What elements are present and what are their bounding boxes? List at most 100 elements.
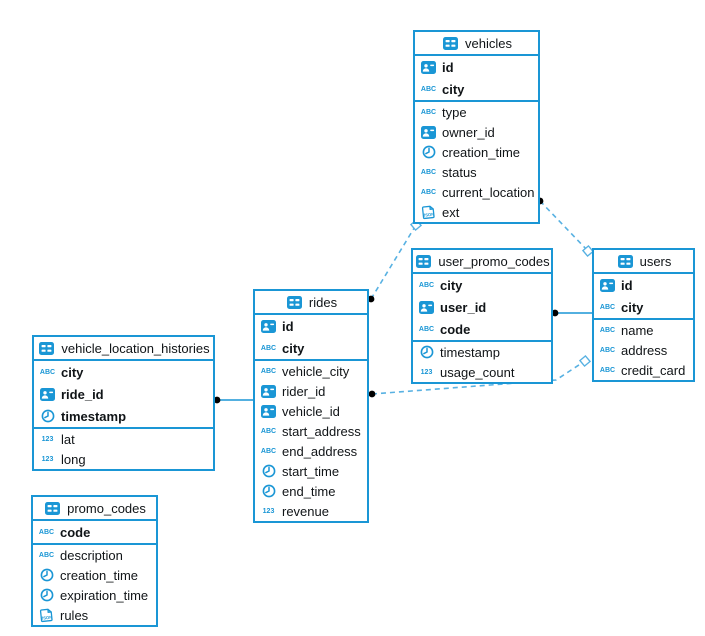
- column-name: ext: [442, 204, 460, 220]
- table-header[interactable]: vehicles: [415, 32, 538, 56]
- relation-user_promo_codes-to-users: [551, 309, 593, 317]
- pk-row-city: ABC city: [255, 337, 367, 359]
- column-row-start_time: start_time: [255, 461, 367, 481]
- column-name: timestamp: [440, 344, 500, 360]
- table-name: promo_codes: [67, 500, 146, 516]
- timestamp-type-icon: [259, 484, 278, 498]
- column-row-current_location: ABC current_location: [415, 182, 538, 202]
- column-row-lat: 123 lat: [34, 429, 213, 449]
- table-vehicle_location_histories[interactable]: vehicle_location_histories ABC city ride…: [32, 335, 215, 471]
- table-name: user_promo_codes: [438, 253, 550, 269]
- table-header[interactable]: vehicle_location_histories: [34, 337, 213, 361]
- column-row-credit_card: ABC credit_card: [594, 360, 693, 380]
- column-row-description: ABC description: [33, 545, 156, 565]
- string-type-icon: ABC: [599, 366, 616, 374]
- table-users[interactable]: users id ABC city ABC name ABC address A…: [592, 248, 695, 382]
- column-row-timestamp: timestamp: [413, 342, 551, 362]
- timestamp-type-icon: [37, 568, 56, 582]
- uuid-type-icon: [259, 319, 278, 333]
- columns-section: ABC name ABC address ABC credit_card: [594, 320, 693, 380]
- column-name: vehicle_id: [282, 403, 340, 419]
- primary-key-section: id ABC city: [255, 315, 367, 361]
- column-row-rules: JSON rules: [33, 605, 156, 625]
- uuid-type-icon: [38, 387, 57, 401]
- json-type-icon: JSON: [37, 608, 56, 623]
- column-row-usage_count: 123 usage_count: [413, 362, 551, 382]
- string-type-icon: ABC: [260, 427, 277, 435]
- primary-key-section: id ABC city: [415, 56, 538, 102]
- column-name: end_address: [282, 443, 358, 459]
- column-name: city: [621, 299, 644, 315]
- column-row-start_address: ABC start_address: [255, 421, 367, 441]
- string-type-icon: ABC: [260, 367, 277, 375]
- column-name: credit_card: [621, 362, 686, 378]
- table-icon: [43, 501, 62, 515]
- column-name: city: [440, 277, 463, 293]
- uuid-type-icon: [598, 278, 617, 292]
- column-row-creation_time: creation_time: [415, 142, 538, 162]
- string-type-icon: ABC: [260, 447, 277, 455]
- column-name: status: [442, 164, 477, 180]
- pk-row-ride_id: ride_id: [34, 383, 213, 405]
- uuid-type-icon: [419, 125, 438, 139]
- table-header[interactable]: user_promo_codes: [413, 250, 551, 274]
- relation-dot: [368, 390, 376, 398]
- table-name: users: [639, 253, 672, 269]
- table-user_promo_codes[interactable]: user_promo_codes ABC city user_id ABC co…: [411, 248, 553, 384]
- table-header[interactable]: rides: [255, 291, 367, 315]
- string-type-icon: ABC: [420, 108, 437, 116]
- string-type-icon: ABC: [418, 325, 435, 333]
- pk-row-id: id: [415, 56, 538, 78]
- column-row-type: ABC type: [415, 102, 538, 122]
- table-header[interactable]: promo_codes: [33, 497, 156, 521]
- timestamp-type-icon: [417, 345, 436, 359]
- column-name: name: [621, 322, 654, 338]
- svg-text:JSON: JSON: [41, 615, 53, 621]
- uuid-type-icon: [259, 384, 278, 398]
- column-name: description: [60, 547, 123, 563]
- column-name: creation_time: [60, 567, 139, 583]
- string-type-icon: ABC: [599, 326, 616, 334]
- table-rides[interactable]: rides id ABC city ABC vehicle_city rider…: [253, 289, 369, 523]
- int-type-icon: 123: [262, 507, 275, 515]
- column-row-end_time: end_time: [255, 481, 367, 501]
- columns-section: ABC vehicle_city rider_id vehicle_id ABC…: [255, 361, 367, 521]
- column-name: long: [61, 451, 86, 467]
- table-header[interactable]: users: [594, 250, 693, 274]
- column-row-revenue: 123 revenue: [255, 501, 367, 521]
- timestamp-type-icon: [259, 464, 278, 478]
- pk-row-city: ABC city: [415, 78, 538, 100]
- column-row-status: ABC status: [415, 162, 538, 182]
- table-name: vehicle_location_histories: [61, 340, 210, 356]
- string-type-icon: ABC: [260, 344, 277, 352]
- column-name: code: [440, 321, 471, 337]
- table-vehicles[interactable]: vehicles id ABC city ABC type owner_id c…: [413, 30, 540, 224]
- table-name: vehicles: [465, 35, 512, 51]
- table-promo_codes[interactable]: promo_codes ABC code ABC description cre…: [31, 495, 158, 627]
- column-name: address: [621, 342, 668, 358]
- uuid-type-icon: [419, 60, 438, 74]
- string-type-icon: ABC: [38, 528, 55, 536]
- table-icon: [37, 341, 56, 355]
- string-type-icon: ABC: [420, 85, 437, 93]
- primary-key-section: ABC city user_id ABC code: [413, 274, 551, 342]
- column-name: lat: [61, 431, 75, 447]
- string-type-icon: ABC: [420, 168, 437, 176]
- relation-diamond: [578, 354, 592, 368]
- column-row-vehicle_city: ABC vehicle_city: [255, 361, 367, 381]
- string-type-icon: ABC: [599, 346, 616, 354]
- table-icon: [616, 254, 635, 268]
- column-name: current_location: [442, 184, 535, 200]
- table-icon: [414, 254, 433, 268]
- column-row-long: 123 long: [34, 449, 213, 469]
- column-name: rider_id: [282, 383, 326, 399]
- columns-section: ABC description creation_time expiration…: [33, 545, 156, 625]
- timestamp-type-icon: [419, 145, 438, 159]
- column-name: type: [442, 104, 467, 120]
- columns-section: 123 lat 123 long: [34, 429, 213, 469]
- column-name: revenue: [282, 503, 329, 519]
- column-row-name: ABC name: [594, 320, 693, 340]
- column-name: city: [61, 364, 84, 380]
- uuid-type-icon: [417, 300, 436, 314]
